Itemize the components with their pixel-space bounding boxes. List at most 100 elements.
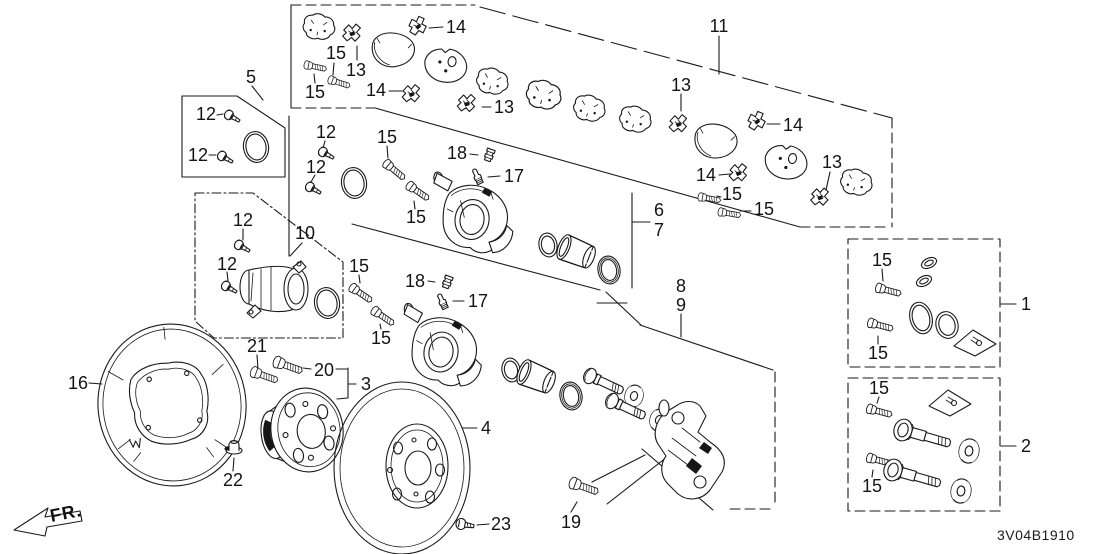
callout-15-27: 15 [348, 256, 370, 276]
piston-seal [536, 230, 560, 260]
brake-pad [369, 30, 417, 70]
hub-bolt-21 [248, 365, 280, 387]
pin-kit-group [865, 389, 982, 506]
callout-14-0: 14 [445, 17, 467, 37]
callout-12-26: 12 [216, 254, 238, 274]
callout-13-5: 13 [493, 97, 515, 117]
callout-15-38: 15 [861, 476, 883, 496]
kit-small-ring [915, 274, 933, 288]
callout-12-14: 12 [195, 104, 217, 124]
callout-leader-lines [88, 26, 1017, 526]
callout-21-40: 21 [246, 336, 268, 356]
callout-15-37: 15 [868, 378, 890, 398]
kit-instruction-sheet [953, 329, 997, 357]
hub-bolt-20 [271, 354, 305, 378]
callout-13-10: 13 [821, 152, 843, 172]
brake-pad-with-wear-indicator [761, 141, 811, 183]
kit-instruction-sheet [928, 389, 972, 417]
callout-19-46: 19 [560, 512, 582, 532]
callout-14-4: 14 [365, 80, 387, 100]
kit-bolt-15 [865, 403, 894, 420]
caliper-piston [553, 232, 600, 272]
kit-piston-boot [935, 311, 959, 339]
callout-6-22: 6 [653, 200, 665, 220]
kit-piston-seal [909, 301, 933, 335]
brake-pad [691, 120, 741, 163]
pad-spring-clip-14 [407, 14, 428, 37]
callout-4-44: 4 [480, 418, 492, 438]
callout-17-29: 17 [467, 291, 489, 311]
pad-retainer-clip-13 [341, 21, 363, 44]
pad-spring-clip-14 [401, 82, 422, 104]
mount-bolt-15 [380, 157, 408, 183]
mount-bolt-15 [347, 281, 375, 306]
brake-pad-with-wear-indicator [421, 45, 470, 86]
callout-15-12: 15 [753, 199, 775, 219]
callout-12-16: 12 [315, 122, 337, 142]
caliper-slide-pin [580, 365, 627, 400]
callout-20-41: 20 [313, 360, 335, 380]
callout-23-45: 23 [490, 514, 512, 534]
pad-retainer-clip-13 [455, 91, 478, 114]
caliper-body-lower [390, 300, 491, 392]
o-ring [338, 165, 370, 201]
pad-shim [473, 64, 512, 98]
piston-boot [594, 253, 624, 287]
callout-15-35: 15 [867, 343, 889, 363]
pad-retainer-clip-13 [668, 112, 689, 134]
kit-slide-pin [880, 456, 944, 495]
callout-8-31: 8 [675, 276, 687, 296]
mount-bolt-15 [369, 304, 397, 329]
kit-pin-bushing [948, 476, 974, 506]
callout-18-28: 18 [404, 271, 426, 291]
callout-11-6: 11 [709, 16, 729, 36]
callout-15-11: 15 [721, 184, 743, 204]
pad-shim [301, 11, 338, 43]
bleeder-screw-17 [470, 167, 485, 186]
callout-15-1: 15 [325, 43, 347, 63]
callout-22-43: 22 [222, 470, 244, 490]
bleed-screw-12 [303, 180, 324, 198]
callout-14-9: 14 [695, 165, 717, 185]
callout-15-34: 15 [871, 250, 893, 270]
pad-shim [523, 76, 565, 114]
callout-15-21: 15 [405, 207, 427, 227]
o-ring [311, 285, 343, 321]
bleed-screw-12 [222, 108, 243, 126]
brake-backing-plate-16 [89, 316, 255, 494]
kit-box-1 [847, 238, 1001, 368]
rotor-set-screw-23 [454, 517, 476, 533]
mount-bolt-15 [404, 179, 432, 204]
flange-bolt-15 [696, 191, 722, 205]
callout-18-19: 18 [446, 143, 468, 163]
seal-kit-group [866, 256, 997, 357]
pad-spring-clip-14 [728, 161, 749, 183]
callout-15-30: 15 [370, 328, 392, 348]
callout-14-8: 14 [782, 115, 804, 135]
flange-nut-22 [223, 440, 243, 455]
pad-shim [570, 91, 609, 125]
callout-12-15: 12 [187, 145, 209, 165]
callout-2-36: 2 [1020, 436, 1032, 456]
piston-boot [556, 379, 586, 413]
callout-10-25: 10 [294, 223, 316, 243]
kit-box-2 [847, 377, 1001, 512]
pad-shim [616, 102, 655, 136]
brake-disc-rotor-4 [333, 381, 471, 554]
callout-13-7: 13 [670, 75, 692, 95]
bleed-screw-12 [232, 238, 253, 256]
callout-15-18: 15 [376, 127, 398, 147]
upper-caliper-group [215, 108, 624, 287]
callout-15-3: 15 [304, 82, 326, 102]
callout-12-17: 12 [305, 157, 327, 177]
caliper-piston [513, 357, 560, 397]
bleeder-screw-17 [435, 292, 450, 311]
callout-12-24: 12 [232, 210, 254, 230]
kit-bolt-15 [874, 282, 903, 299]
pad-shim [837, 165, 876, 199]
kit-slide-pin [890, 416, 954, 455]
callout-16-39: 16 [67, 373, 89, 393]
drawing-number: 3V04B1910 [997, 527, 1075, 543]
